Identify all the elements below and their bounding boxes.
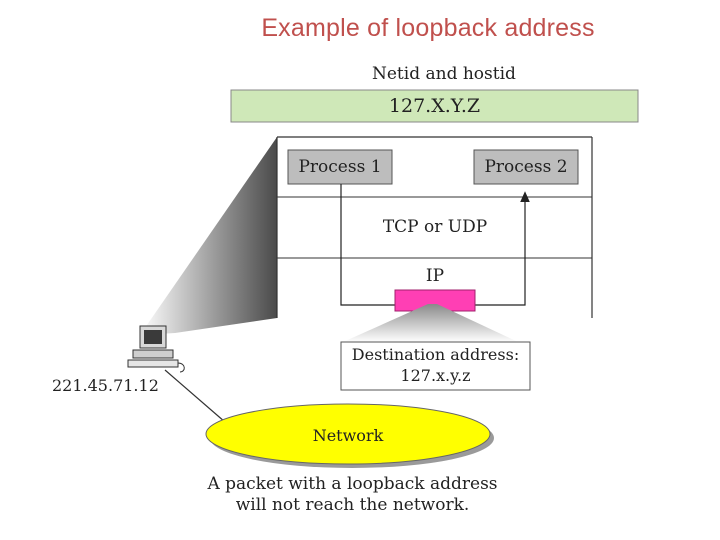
destination-callout-pointer — [343, 304, 518, 342]
process-1-label: Process 1 — [298, 157, 382, 177]
destination-box — [340, 341, 531, 391]
destination-label: Destination address: — [351, 345, 520, 364]
process-2-label: Process 2 — [484, 157, 568, 177]
caption-line-2: will not reach the network. — [235, 495, 470, 515]
host-zoom-funnel — [140, 137, 277, 335]
slide-title: Example of loopback address — [0, 14, 720, 43]
process-1-box — [287, 149, 393, 185]
slide-title-text: Example of loopback address — [261, 14, 595, 42]
address-header-value: 127.X.Y.Z — [388, 95, 481, 117]
network-label: Network — [312, 426, 384, 445]
computer-icon — [127, 325, 185, 373]
host-ip-address: 221.45.71.12 — [52, 376, 159, 395]
address-header-label: Netid and hostid — [372, 64, 516, 84]
address-bar — [230, 89, 639, 123]
network-link — [164, 369, 226, 423]
loopback-path — [340, 184, 530, 306]
process-2-box — [473, 149, 579, 185]
network-ellipse — [205, 403, 491, 465]
transport-layer-label: TCP or UDP — [382, 217, 488, 237]
destination-value: 127.x.y.z — [400, 366, 471, 385]
ip-layer-label: IP — [425, 266, 445, 286]
caption-line-1: A packet with a loopback address — [207, 474, 498, 494]
